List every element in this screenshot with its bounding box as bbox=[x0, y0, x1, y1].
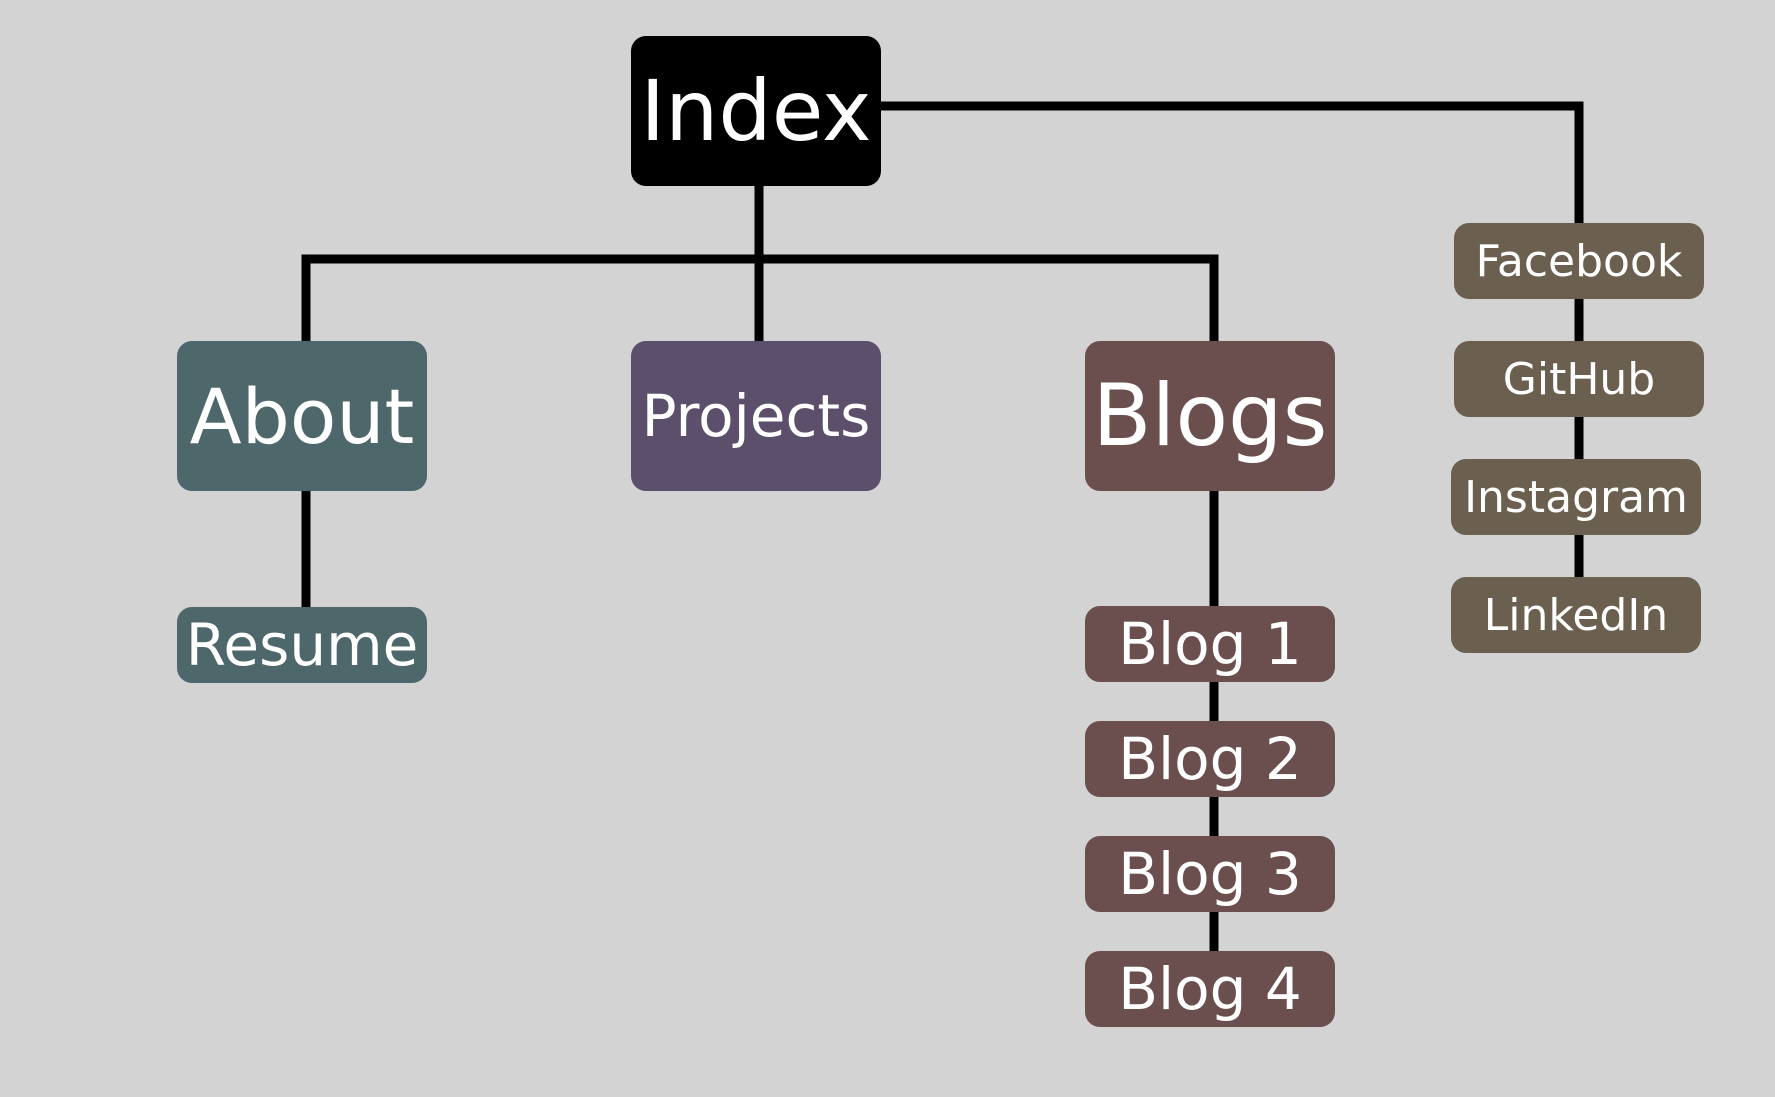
node-blog-3[interactable]: Blog 3 bbox=[1085, 836, 1335, 912]
node-blog-1[interactable]: Blog 1 bbox=[1085, 606, 1335, 682]
node-facebook[interactable]: Facebook bbox=[1454, 223, 1704, 299]
node-blog-2[interactable]: Blog 2 bbox=[1085, 721, 1335, 797]
node-github[interactable]: GitHub bbox=[1454, 341, 1704, 417]
node-about[interactable]: About bbox=[177, 341, 427, 491]
node-blog-3-label: Blog 3 bbox=[1118, 840, 1302, 908]
node-resume[interactable]: Resume bbox=[177, 607, 427, 683]
node-blogs[interactable]: Blogs bbox=[1085, 341, 1335, 491]
node-blogs-label: Blogs bbox=[1092, 366, 1328, 466]
node-linkedin[interactable]: LinkedIn bbox=[1451, 577, 1701, 653]
node-linkedin-label: LinkedIn bbox=[1483, 589, 1669, 641]
node-about-label: About bbox=[189, 371, 415, 461]
node-blog-1-label: Blog 1 bbox=[1118, 610, 1302, 678]
node-instagram-label: Instagram bbox=[1464, 471, 1688, 523]
edge-index-social bbox=[875, 101, 1584, 229]
node-index-label: Index bbox=[640, 62, 872, 160]
node-instagram[interactable]: Instagram bbox=[1451, 459, 1701, 535]
node-projects-label: Projects bbox=[641, 382, 871, 450]
node-blog-2-label: Blog 2 bbox=[1118, 725, 1302, 793]
node-github-label: GitHub bbox=[1502, 353, 1656, 405]
node-blog-4-label: Blog 4 bbox=[1118, 955, 1302, 1023]
node-resume-label: Resume bbox=[185, 611, 419, 679]
node-projects[interactable]: Projects bbox=[631, 341, 881, 491]
node-index[interactable]: Index bbox=[631, 36, 881, 186]
node-facebook-label: Facebook bbox=[1475, 235, 1683, 287]
node-blog-4[interactable]: Blog 4 bbox=[1085, 951, 1335, 1027]
